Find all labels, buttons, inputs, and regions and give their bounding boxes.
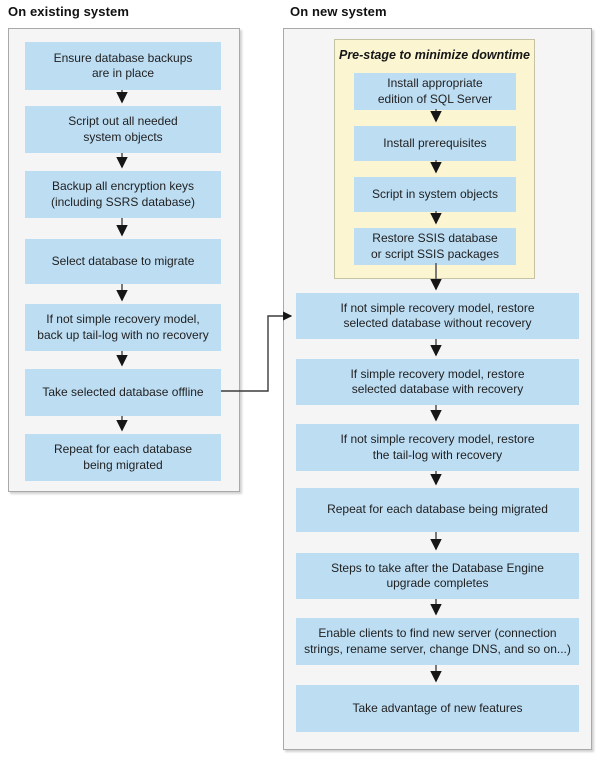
step-repeat-each-database-new: Repeat for each database being migrated [296,488,579,532]
step-restore-ssis: Restore SSIS database or script SSIS pac… [354,228,516,265]
step-post-upgrade-steps: Steps to take after the Database Engine … [296,553,579,599]
prestage-group: Pre-stage to minimize downtime Install a… [334,39,535,279]
step-script-system-objects: Script out all needed system objects [25,106,221,153]
step-install-sql-server: Install appropriate edition of SQL Serve… [354,73,516,110]
step-script-in-system-objects: Script in system objects [354,177,516,212]
step-enable-clients: Enable clients to find new server (conne… [296,618,579,665]
step-select-database: Select database to migrate [25,239,221,284]
step-install-prerequisites: Install prerequisites [354,126,516,161]
step-ensure-backups: Ensure database backups are in place [25,42,221,90]
new-system-panel: Pre-stage to minimize downtime Install a… [283,28,592,750]
existing-system-panel: Ensure database backups are in place Scr… [8,28,240,492]
step-take-advantage-new-features: Take advantage of new features [296,685,579,732]
step-repeat-each-database-existing: Repeat for each database being migrated [25,434,221,481]
step-restore-tail-log: If not simple recovery model, restore th… [296,424,579,471]
prestage-title: Pre-stage to minimize downtime [338,48,530,62]
step-restore-with-recovery: If simple recovery model, restore select… [296,359,579,405]
step-restore-without-recovery: If not simple recovery model, restore se… [296,293,579,339]
new-system-column-title: On new system [290,4,387,19]
step-take-database-offline: Take selected database offline [25,369,221,416]
step-backup-tail-log: If not simple recovery model, back up ta… [25,304,221,351]
existing-system-column-title: On existing system [8,4,130,19]
step-backup-encryption-keys: Backup all encryption keys (including SS… [25,171,221,218]
